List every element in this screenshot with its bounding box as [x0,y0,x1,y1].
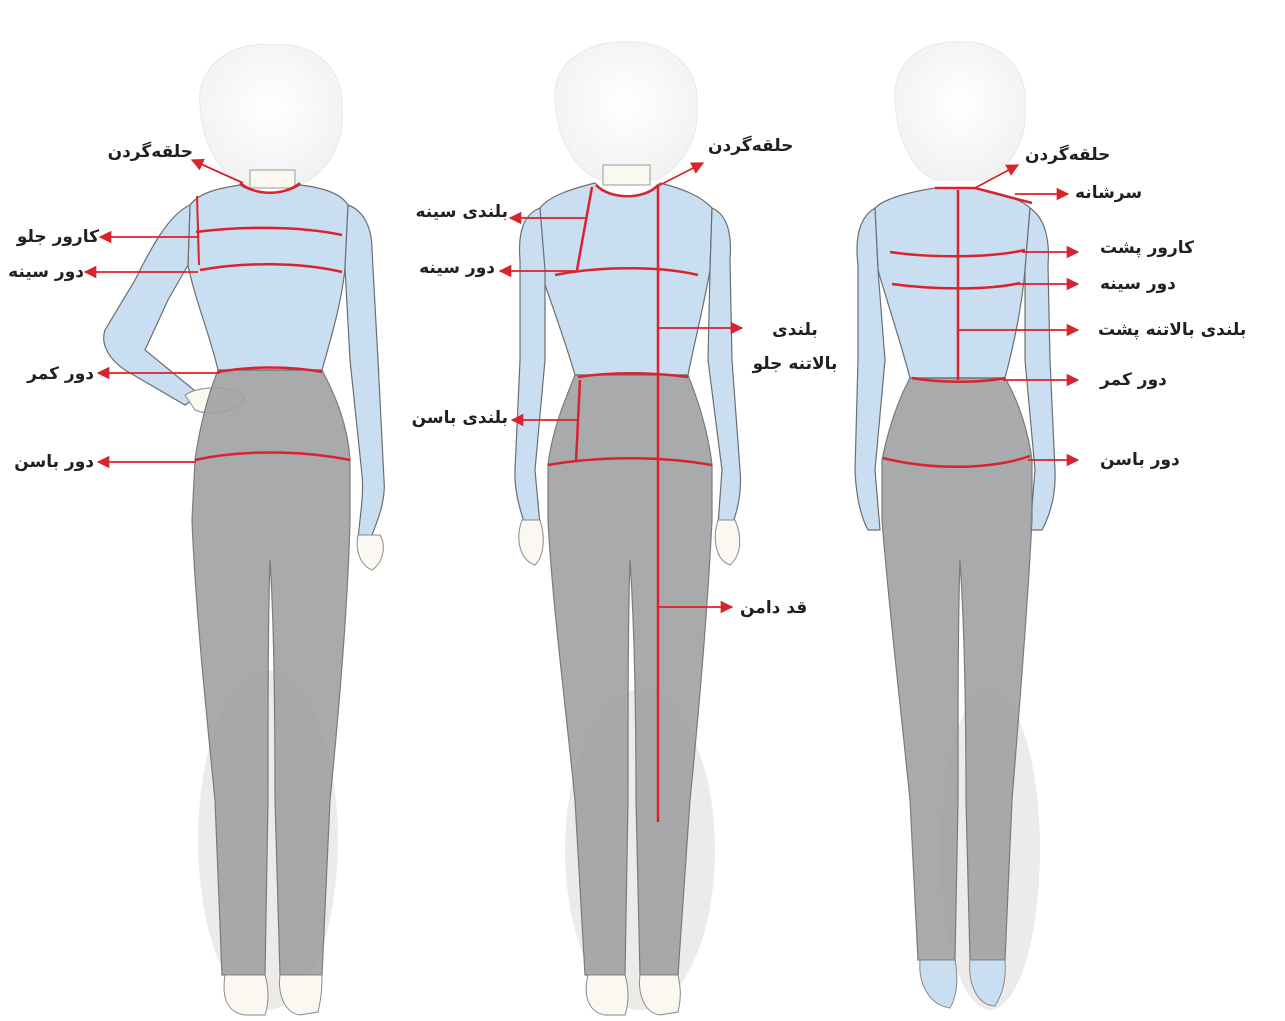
label-neckline-middle: حلقه‌گردن [708,136,793,156]
head-middle [555,42,697,180]
label-carrure-right: کارور پشت [1100,238,1194,258]
label-waist-left: دور کمر [27,364,94,384]
hand-right-middle [715,520,739,565]
arm-right-middle [708,208,741,525]
label-neckline-left: حلقه‌گردن [108,142,193,162]
arm-left-middle [515,208,545,525]
label-carrure-left: کارور جلو [17,227,99,247]
label-waist-right: دور کمر [1100,370,1167,390]
label-hip-left: دور باسن [14,452,94,472]
head-left [200,44,343,185]
label-bust-height-middle: بلندی سینه [416,202,509,222]
torso-right [875,188,1030,378]
torso-left [188,185,348,370]
figure-front-middle [515,42,741,1015]
label-hip-height-middle: بلندی باسن [412,408,508,428]
label-back-length-right: بلندی بالاتنه پشت [1098,320,1246,340]
figure-back-right [855,42,1055,1010]
arm-right-left-figure [345,205,384,540]
label-shoulder-right: سرشانه [1075,183,1142,203]
neck-middle [603,165,650,185]
hand-left-middle [519,520,543,565]
label-bust-left: دور سینه [8,262,84,282]
label-bust-right: دور سینه [1100,274,1176,294]
hand-right-left-figure [357,535,383,570]
head-right [895,42,1026,180]
label-front-length-line2-middle: بالاتنه جلو [745,354,845,374]
label-front-length-line1-middle: بلندی [745,320,845,340]
arm-left-left-figure [104,205,200,405]
torso-middle [540,183,712,375]
label-bust-middle: دور سینه [419,258,495,278]
label-skirt-length-middle: قد دامن [740,598,807,618]
label-hip-right: دور باسن [1100,450,1180,470]
neck-left [250,170,295,188]
label-neckline-right: حلقه‌گردن [1025,145,1110,165]
figure-front-left [104,44,385,1015]
